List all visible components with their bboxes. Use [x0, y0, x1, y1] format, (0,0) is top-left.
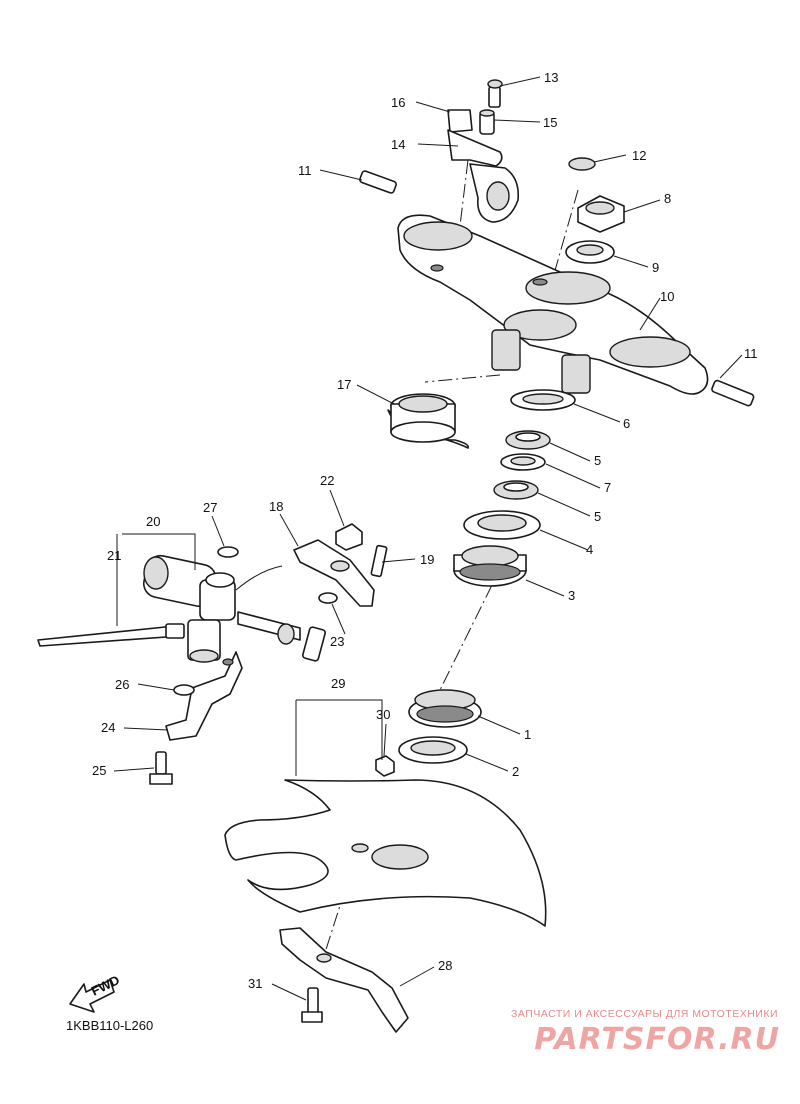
callout-18: 18: [269, 499, 283, 514]
callout-23: 23: [330, 634, 344, 649]
callout-22: 22: [320, 473, 334, 488]
watermark-tagline: ЗАПЧАСТИ И АКСЕССУАРЫ ДЛЯ МОТОТЕХНИКИ: [511, 1008, 778, 1020]
callout-10: 10: [660, 289, 674, 304]
callout-1: 1: [524, 727, 531, 742]
callout-2: 2: [512, 764, 519, 779]
callout-29: 29: [331, 676, 345, 691]
callout-8: 8: [664, 191, 671, 206]
callout-11-right: 11: [744, 346, 758, 361]
callout-20: 20: [146, 514, 160, 529]
fwd-arrow: FWD: [69, 972, 122, 1013]
callout-3: 3: [568, 588, 575, 603]
callout-5-lower: 5: [594, 509, 601, 524]
callout-26: 26: [115, 677, 129, 692]
callout-14: 14: [391, 137, 405, 152]
bracket-18: [293, 523, 388, 607]
diagram-code: 1KBB110-L260: [66, 1018, 154, 1033]
callout-6: 6: [623, 416, 630, 431]
watermark-logo: PARTSFOR.RU: [534, 1022, 780, 1057]
callout-17: 17: [337, 377, 351, 392]
callout-31: 31: [248, 976, 262, 991]
lower-cover-29: [224, 755, 547, 927]
upper-hardware: [359, 79, 755, 407]
callout-11-left: 11: [298, 163, 312, 178]
callout-21: 21: [107, 548, 121, 563]
callout-4: 4: [586, 542, 593, 557]
steering-stack: [387, 389, 576, 587]
callout-19: 19: [420, 552, 434, 567]
leader-lines: [113, 76, 743, 1001]
callout-5-upper: 5: [594, 453, 601, 468]
callout-24: 24: [101, 720, 115, 735]
upper-bracket-10: [397, 214, 709, 395]
bracket-28: [279, 927, 409, 1033]
callout-16: 16: [391, 95, 405, 110]
callout-15: 15: [543, 115, 557, 130]
damper-assembly: [37, 546, 326, 785]
callout-30: 30: [376, 707, 390, 722]
callout-12: 12: [632, 148, 646, 163]
callout-25: 25: [92, 763, 106, 778]
callout-7: 7: [604, 480, 611, 495]
lower-bearings: [398, 689, 482, 764]
callout-labels: 13 16 15 14 12 11 8 9 10 11 17 6 5 7 5 4…: [92, 70, 758, 991]
callout-13: 13: [544, 70, 558, 85]
callout-27: 27: [203, 500, 217, 515]
callout-9: 9: [652, 260, 659, 275]
callout-28: 28: [438, 958, 452, 973]
